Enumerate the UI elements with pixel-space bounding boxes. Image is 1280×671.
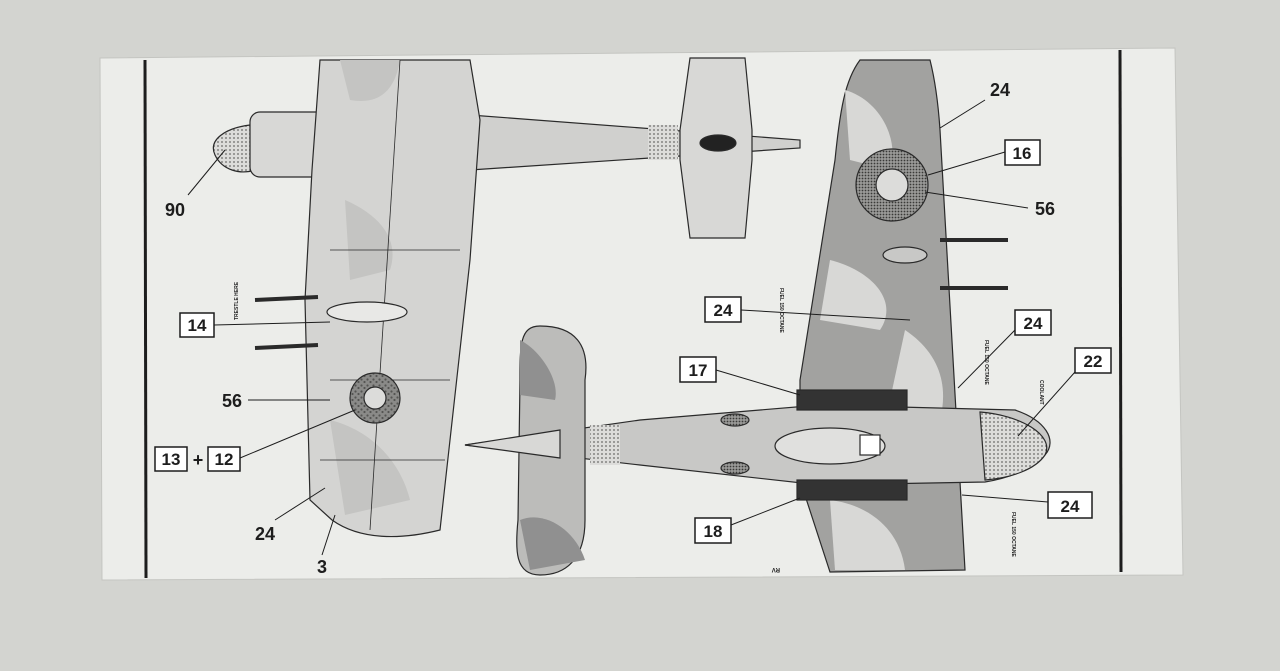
callout-12: 12 (215, 450, 234, 469)
stencil-coolant: COOLANT (1038, 380, 1044, 405)
callout-13: 13 (162, 450, 181, 469)
stencil-fuel-2: FUEL 150 OCTANE (983, 340, 989, 385)
canopy (326, 301, 408, 323)
callout-24-upper: 24 (990, 80, 1010, 100)
bottom-view-callouts: 24 16 56 24 FUEL 150 OCTANE 17 24 FUEL 1… (679, 80, 1112, 572)
bottom-view-aircraft (464, 59, 1051, 576)
stencil-trestle: TRESTLE HERE (234, 281, 240, 320)
callout-22: 22 (1084, 352, 1103, 371)
callout-3: 3 (317, 557, 327, 577)
callout-16: 16 (1013, 144, 1032, 163)
left-border-line (143, 59, 148, 579)
wing-roundel (349, 372, 401, 424)
callout-24-fuel: 24 (714, 301, 733, 320)
invasion-stripe-18 (796, 479, 908, 501)
callout-plus: + (193, 450, 204, 470)
callout-56-top: 56 (222, 391, 242, 411)
callout-56-bottom: 56 (1035, 199, 1055, 219)
main-wing (304, 59, 481, 538)
callout-18: 18 (704, 522, 723, 541)
underside-roundel (855, 148, 929, 222)
callout-14: 14 (188, 316, 207, 335)
top-view-aircraft (212, 57, 801, 538)
callout-24-top: 24 (255, 524, 275, 544)
top-view-callouts: 90 14 TRESTLE HERE 56 13 + 12 24 3 (154, 149, 356, 577)
stencil-fuel-1: FUEL 150 OCTANE (778, 288, 784, 333)
spinner (212, 124, 256, 173)
fragment-text: RV (772, 566, 780, 572)
stencil-fuel-3: FUEL 150 OCTANE (1010, 512, 1016, 557)
callout-24-right: 24 (1024, 314, 1043, 333)
callout-24-lower: 24 (1061, 497, 1080, 516)
callout-90: 90 (165, 200, 185, 220)
right-border-line (1118, 49, 1123, 573)
callout-17: 17 (689, 361, 708, 380)
invasion-stripe-17 (796, 389, 908, 411)
